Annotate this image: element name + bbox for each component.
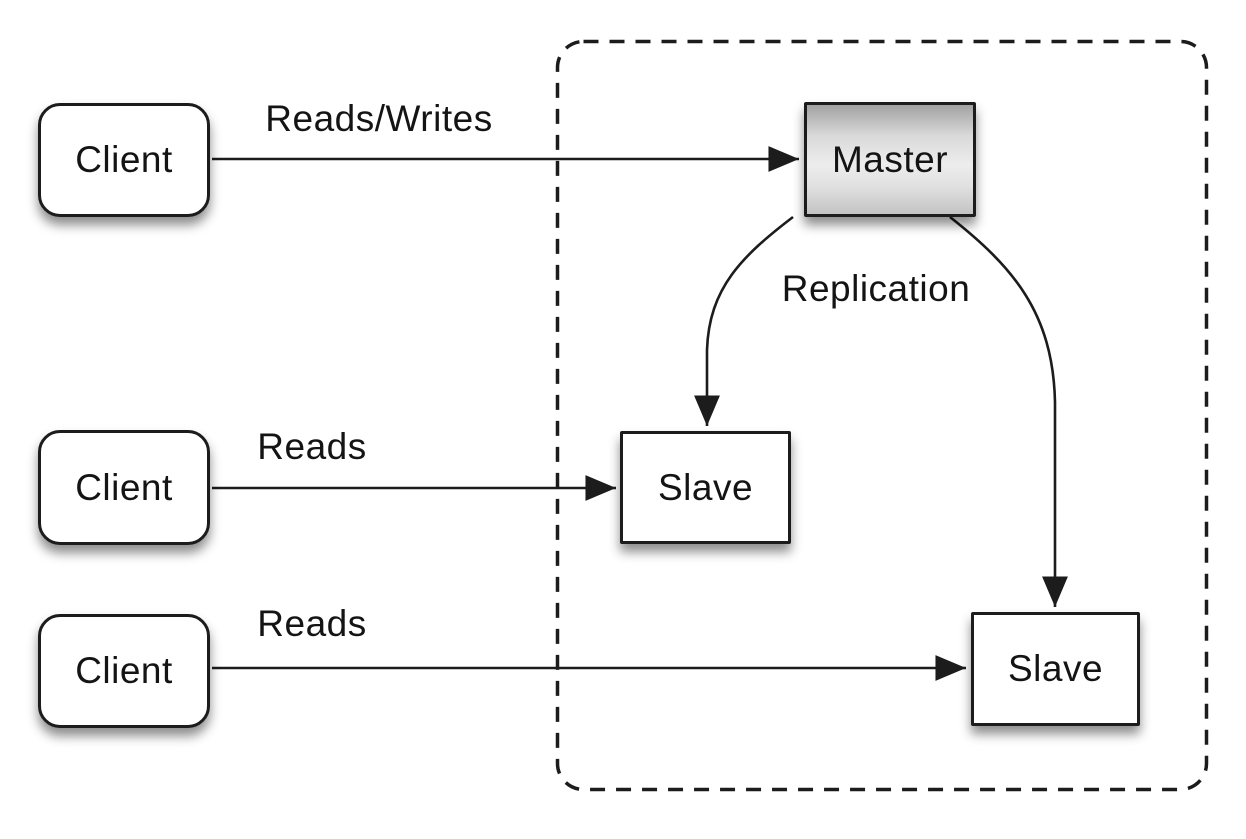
node-slave-2-label: Slave xyxy=(1007,648,1104,689)
node-slave-2: Slave xyxy=(971,612,1140,726)
edge-label-reads-1: Reads xyxy=(257,426,367,467)
edge-master-to-slave1 xyxy=(694,215,794,426)
node-client-3-label: Client xyxy=(75,650,173,691)
edge-master-to-slave2 xyxy=(949,215,1068,607)
node-slave-1: Slave xyxy=(620,431,791,544)
edge-label-reads-2: Reads xyxy=(257,603,367,644)
edge-label-replication: Replication xyxy=(781,268,971,309)
node-client-3: Client xyxy=(38,614,210,728)
edge-label-reads-writes: Reads/Writes xyxy=(265,98,493,139)
node-client-1: Client xyxy=(38,103,210,217)
node-client-2-label: Client xyxy=(75,466,173,508)
node-master: Master xyxy=(804,102,976,217)
node-slave-1-label: Slave xyxy=(657,466,754,508)
node-client-2: Client xyxy=(38,430,210,545)
replication-group-boundary xyxy=(555,39,1209,792)
node-client-1-label: Client xyxy=(75,139,173,180)
node-master-label: Master xyxy=(831,138,949,180)
